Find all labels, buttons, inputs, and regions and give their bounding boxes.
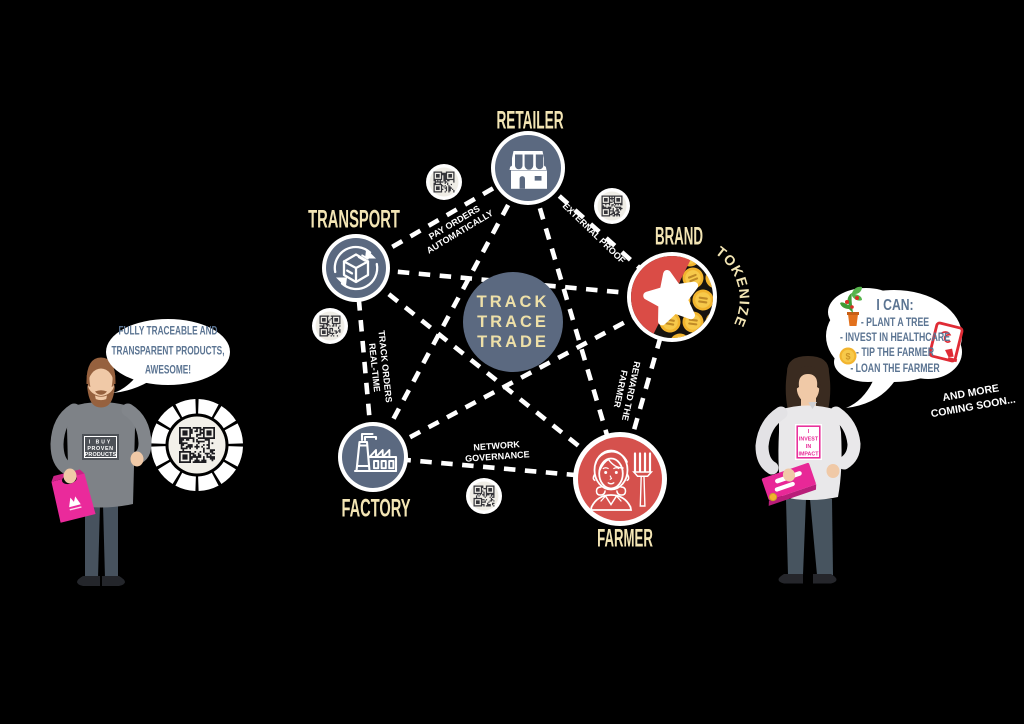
svg-text:INVEST: INVEST (799, 437, 819, 443)
svg-text:IMPACT: IMPACT (799, 452, 820, 458)
svg-text:I BUY: I BUY (89, 440, 112, 446)
svg-text:PROVEN: PROVEN (87, 446, 113, 452)
svg-text:NETWORK: NETWORK (473, 439, 521, 452)
svg-text:GOVERNANCE: GOVERNANCE (465, 449, 530, 463)
svg-text:TOKENIZE: TOKENIZE (713, 243, 753, 330)
svg-text:I: I (808, 429, 810, 435)
svg-text:IN: IN (806, 444, 811, 450)
svg-text:$: $ (845, 351, 850, 361)
svg-text:PRODUCTS: PRODUCTS (85, 452, 117, 458)
